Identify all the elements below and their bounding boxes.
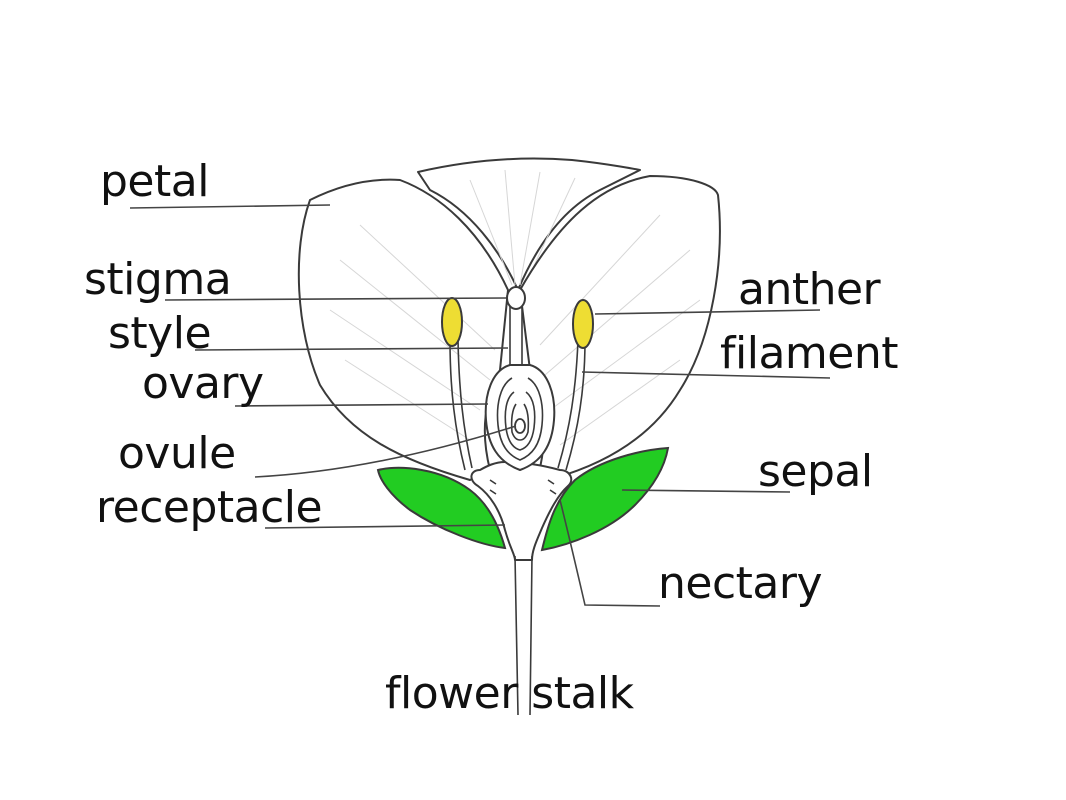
label-style: style — [108, 308, 212, 359]
leader-ovule — [254, 425, 517, 478]
leader-petal — [129, 204, 331, 209]
leader-style — [194, 347, 509, 351]
label-receptacle: receptacle — [96, 482, 323, 533]
leader-ovary — [234, 403, 489, 407]
label-petal: petal — [100, 156, 209, 207]
stigma — [506, 286, 526, 310]
flower-stalk — [514, 555, 533, 716]
label-filament: filament — [720, 328, 898, 379]
label-anther: anther — [738, 264, 881, 315]
petal-right — [519, 175, 721, 479]
label-stigma: stigma — [84, 254, 232, 305]
anther-left — [441, 297, 463, 347]
label-flower-stalk: flower stalk — [385, 668, 634, 719]
label-ovule: ovule — [118, 428, 236, 479]
leader-stigma — [164, 297, 507, 301]
leader-sepal — [621, 489, 791, 493]
label-ovary: ovary — [142, 358, 264, 409]
style — [509, 305, 523, 366]
ovule — [514, 418, 526, 434]
leader-receptacle — [264, 524, 506, 529]
leader-filament — [581, 371, 831, 379]
nectary-right — [547, 479, 557, 495]
leader-anther — [594, 309, 821, 315]
nectary-left — [489, 479, 497, 495]
leader-nectary — [559, 499, 661, 607]
label-nectary: nectary — [658, 558, 823, 609]
sepal-right — [540, 446, 670, 552]
filament-right — [557, 339, 586, 471]
filament-left — [449, 339, 473, 471]
petal-back — [417, 157, 641, 291]
anther-right — [572, 299, 594, 349]
label-sepal: sepal — [758, 446, 873, 497]
sepal-left — [376, 466, 507, 550]
